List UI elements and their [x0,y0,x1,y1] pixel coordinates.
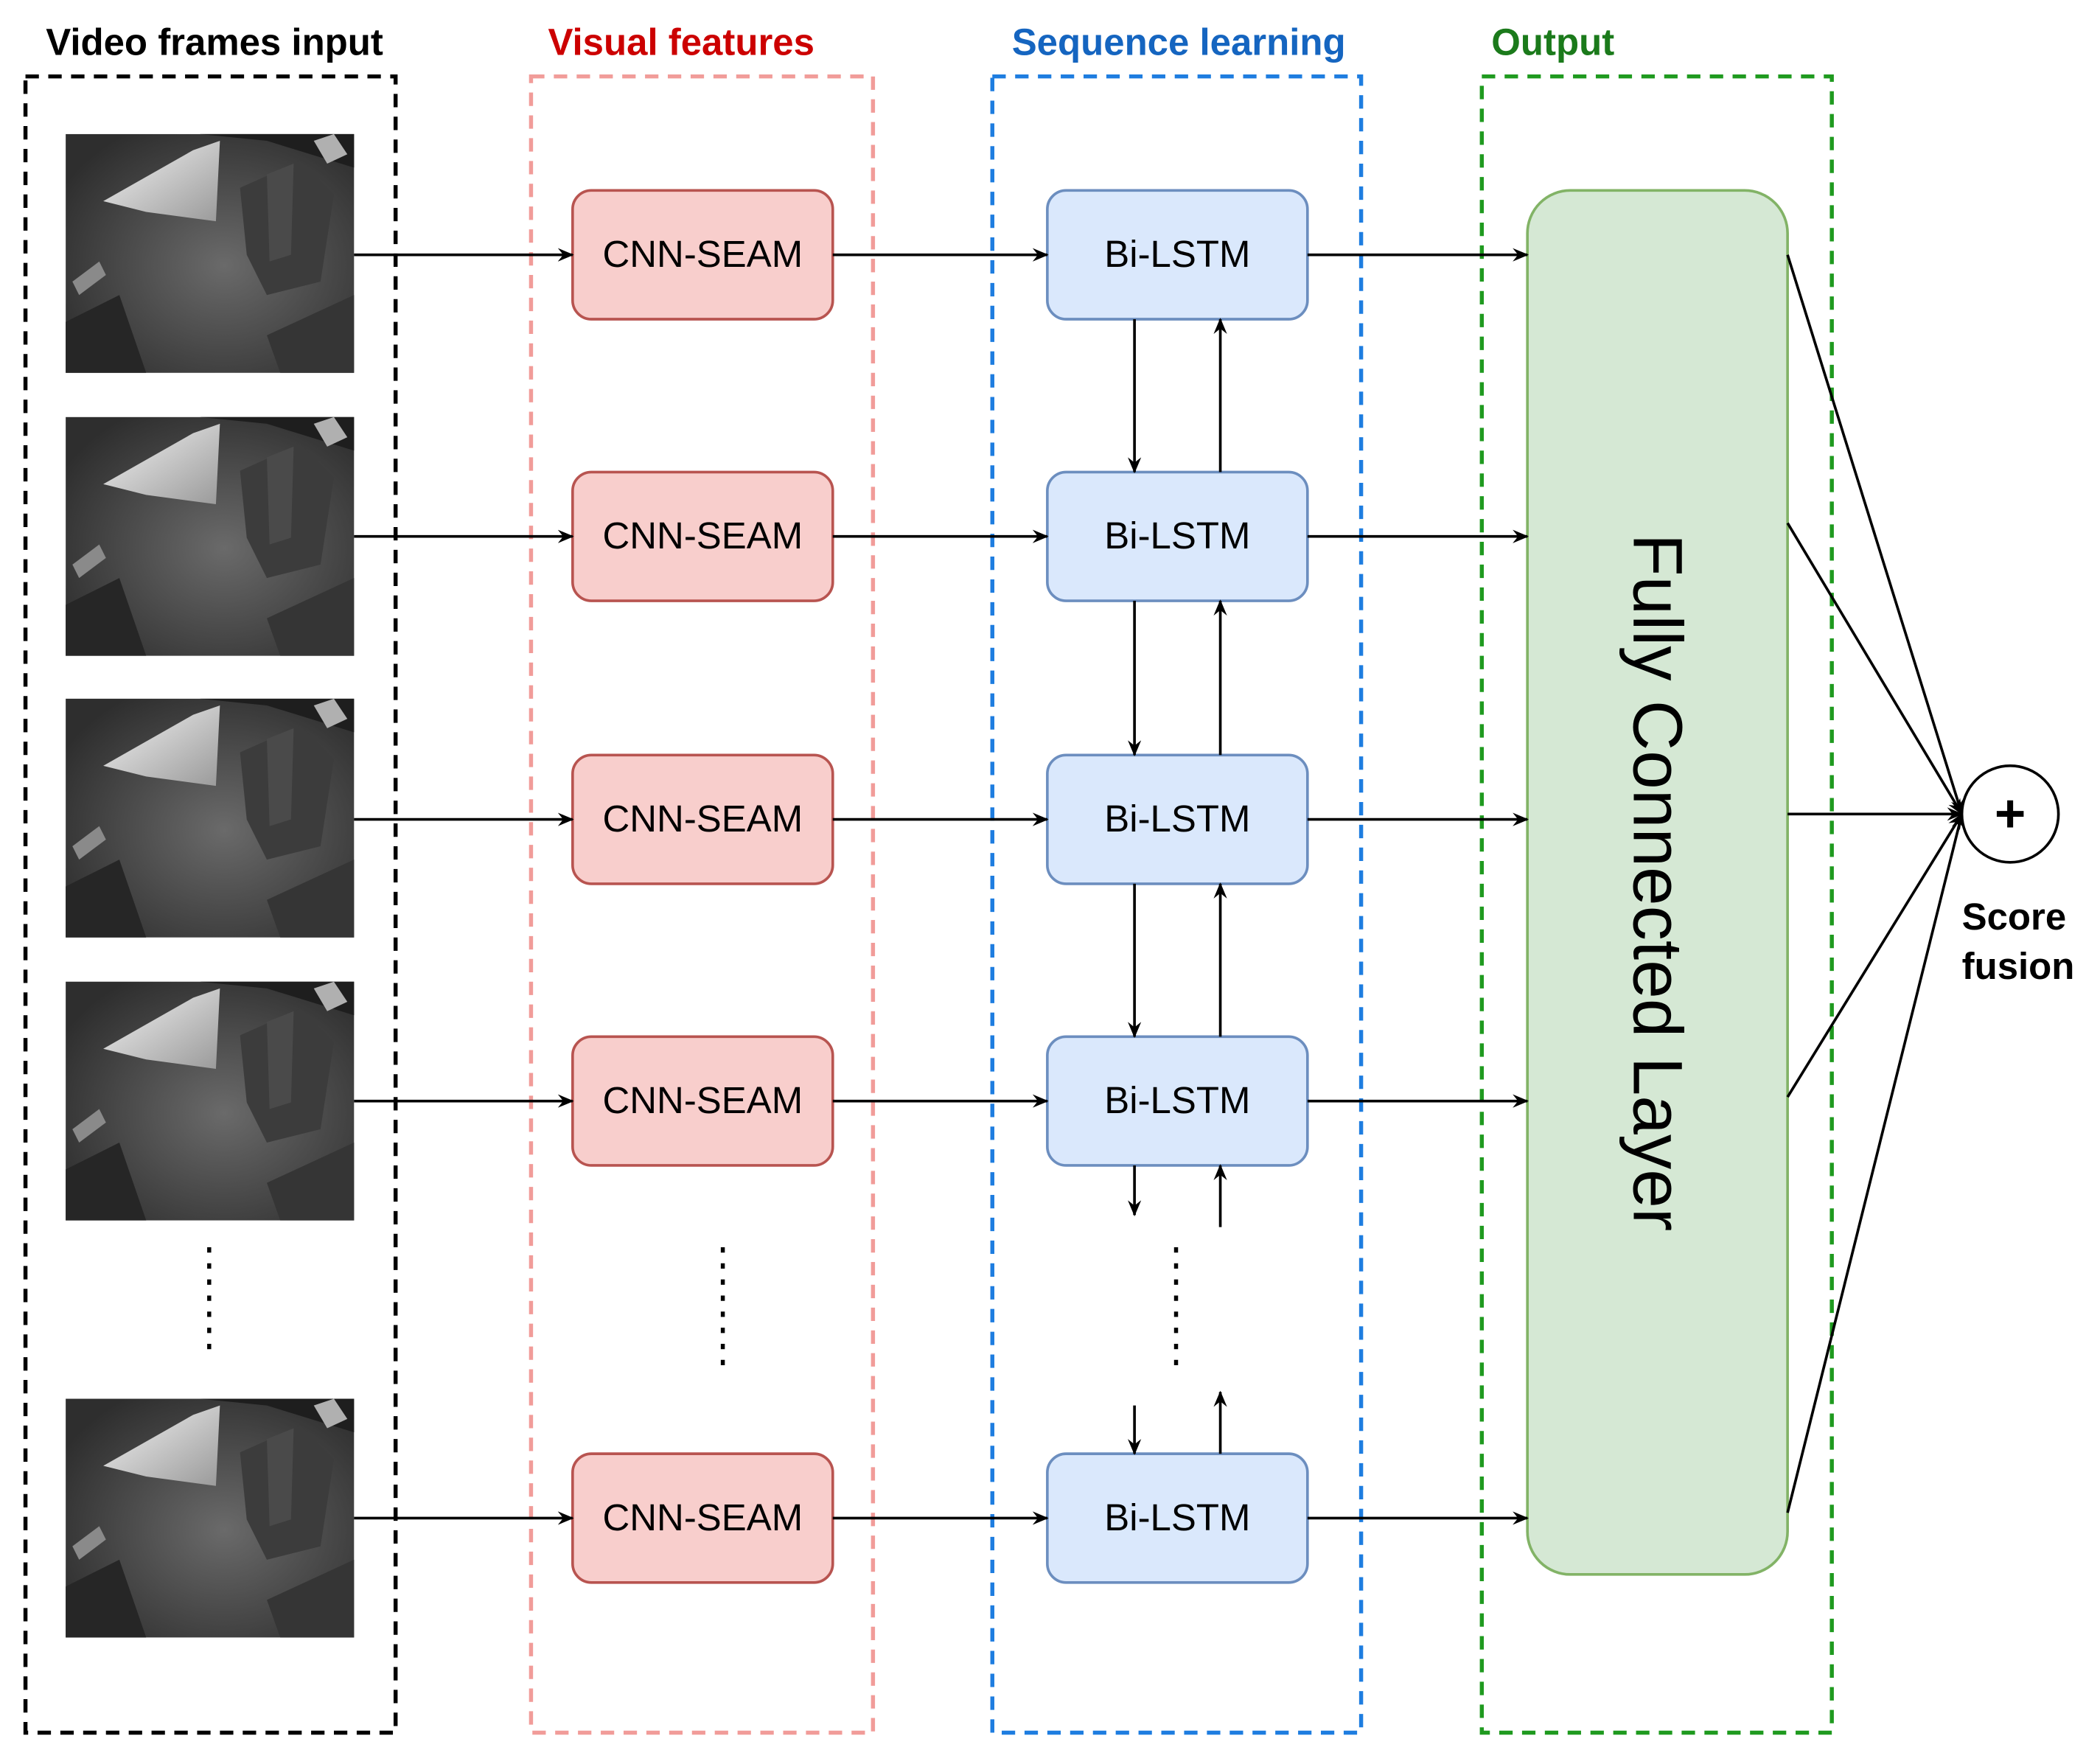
cnn-seam-block: CNN-SEAM [571,470,834,602]
cnn-seam-label: CNN-SEAM [602,515,803,557]
fusion-arrows [1786,254,1965,1513]
cnn-seam-label: CNN-SEAM [602,1079,803,1121]
cnn-seam-block: CNN-SEAM [571,753,834,885]
score-fusion-label-line2: fusion [1962,945,2075,987]
fc-to-fusion-arrow [1786,254,1964,816]
bi-lstm-block: Bi-LSTM [1046,470,1309,602]
bi-lstm-label: Bi-LSTM [1104,798,1250,840]
video-frame-image [66,698,355,938]
bi-lstm-label: Bi-LSTM [1104,1496,1250,1538]
fc-to-fusion-arrow [1786,812,1965,1513]
bi-lstm-label: Bi-LSTM [1104,1079,1250,1121]
fc-to-fusion-arrow [1786,812,1964,1098]
input-section-title: Video frames input [46,21,383,63]
cnn-seam-block: CNN-SEAM [571,189,834,321]
score-fusion-node: + [1960,764,2060,864]
bi-lstm-block: Bi-LSTM [1046,1035,1309,1167]
fully-connected-label: Fully Connected Layer [1619,534,1697,1231]
score-fusion-label-line1: Score [1962,896,2067,938]
video-frame-image [66,133,355,373]
cnn-seam-block: CNN-SEAM [571,1452,834,1584]
fc-to-fusion-arrow [1786,522,1964,815]
visual-section-frame [529,74,876,1735]
bi-lstm-block: Bi-LSTM [1046,189,1309,321]
bi-lstm-label: Bi-LSTM [1104,233,1250,275]
video-frame-image [66,1398,355,1638]
cnn-seam-label: CNN-SEAM [602,1496,803,1538]
sequence-section-title: Sequence learning [1012,21,1346,63]
video-frame-image [66,981,355,1221]
cnn-seam-block: CNN-SEAM [571,1035,834,1167]
sequence-section-frame [990,74,1364,1735]
visual-section-title: Visual features [548,21,814,63]
fully-connected-layer: Fully Connected Layer [1526,189,1789,1576]
output-section-title: Output [1491,21,1614,63]
bi-lstm-block: Bi-LSTM [1046,1452,1309,1584]
bi-lstm-block: Bi-LSTM [1046,753,1309,885]
plus-icon: + [1995,784,2026,843]
cnn-seam-label: CNN-SEAM [602,798,803,840]
flow-arrows [354,248,1529,1525]
recurrent-arrows [1128,318,1227,1455]
video-frame-image [66,416,355,656]
cnn-seam-label: CNN-SEAM [602,233,803,275]
input-section-frame [23,74,398,1735]
bi-lstm-label: Bi-LSTM [1104,515,1250,557]
